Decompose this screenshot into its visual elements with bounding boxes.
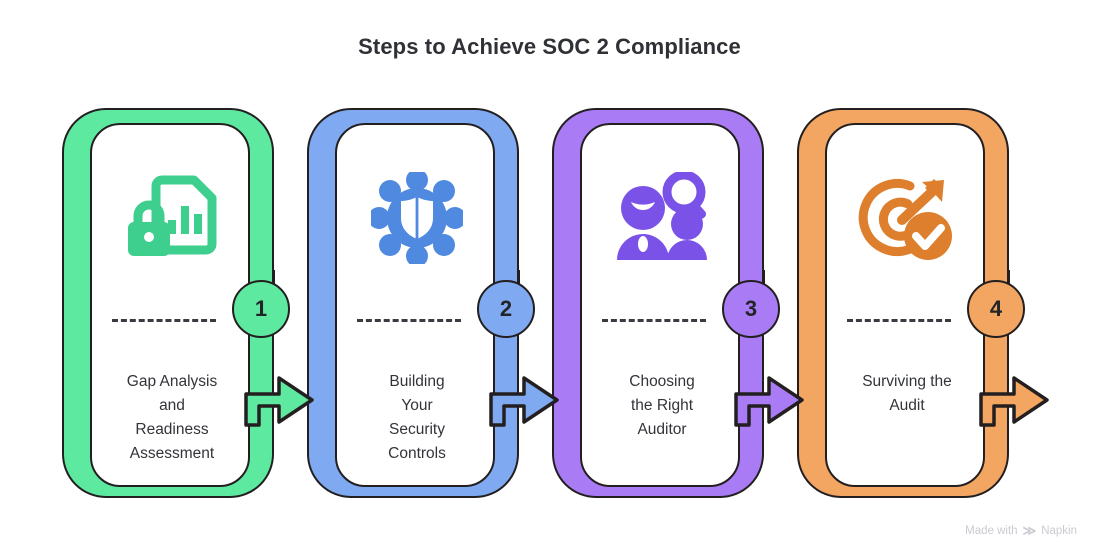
step-card-3-divider [602, 319, 706, 322]
step-badge-1: 1 [232, 270, 290, 338]
page-title: Steps to Achieve SOC 2 Compliance [358, 34, 741, 59]
document-chart-lock-icon [92, 159, 248, 277]
people-magnifier-icon-wrap: Choosing the Right Auditor [580, 123, 740, 487]
step-card-4-inner: Surviving the Audit [825, 123, 985, 487]
step-badge-2: 2 [477, 270, 535, 338]
step-card-1-inner: Gap Analysis and Readiness Assessment [90, 123, 250, 487]
people-magnifier-icon [582, 159, 738, 277]
connector-arrow-2 [488, 372, 560, 433]
step-badge-3: 3 [722, 270, 780, 338]
target-arrow-check-icon [827, 159, 983, 277]
step-card-4-divider [847, 319, 951, 322]
connector-arrow-3 [733, 372, 805, 433]
step-card-2-label: Building Your Security Controls [388, 373, 446, 462]
step-card-2-divider [357, 319, 461, 322]
step-badge-4: 4 [967, 270, 1025, 338]
step-card-1-divider [112, 319, 216, 322]
connector-arrow-1 [243, 372, 315, 433]
napkin-logo-icon: ≫ [1022, 523, 1037, 538]
connector-arrow-4 [978, 372, 1050, 433]
watermark-brand: Napkin [1041, 525, 1077, 537]
step-card-2-inner: Building Your Security Controls [335, 123, 495, 487]
watermark-prefix: Made with [965, 525, 1018, 537]
step-card-3-label: Choosing the Right Auditor [629, 373, 695, 438]
step-card-3[interactable]: Choosing the Right Auditor [552, 108, 764, 498]
step-card-4-label: Surviving the Audit [862, 373, 952, 414]
step-card-1-label: Gap Analysis and Readiness Assessment [126, 373, 218, 462]
watermark: Made with ≫ Napkin [965, 523, 1077, 539]
gear-shield-icon [337, 159, 493, 277]
